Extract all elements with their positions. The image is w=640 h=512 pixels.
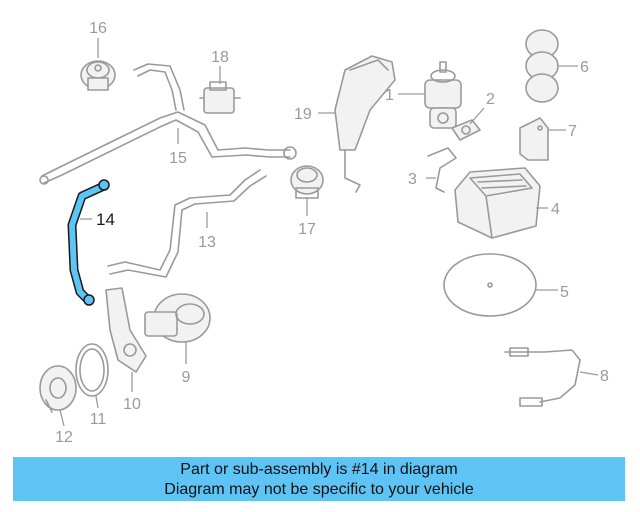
callout-2: 2 [486, 91, 495, 108]
part-15-hose [39, 63, 297, 185]
part-3-clip [427, 147, 457, 193]
part-17-valve [290, 165, 324, 199]
callout-15: 15 [169, 150, 187, 167]
callout-4: 4 [551, 201, 560, 218]
part-7-bracket [519, 117, 549, 161]
callout-19: 19 [294, 106, 312, 123]
callout-16: 16 [89, 20, 107, 37]
callout-7: 7 [568, 123, 577, 140]
part-1-egr-valve [424, 61, 462, 129]
callout-12: 12 [55, 429, 73, 446]
callout-1: 1 [385, 87, 394, 104]
part-18-sensor [199, 81, 241, 114]
callout-10: 10 [123, 396, 141, 413]
part-19-duct [334, 55, 396, 193]
callout-3: 3 [408, 171, 417, 188]
part-13-hose [107, 169, 267, 278]
callout-8: 8 [600, 368, 609, 385]
callout-13: 13 [198, 234, 216, 251]
callout-17: 17 [298, 221, 316, 238]
part-11-ring [75, 343, 109, 397]
part-4-housing [454, 167, 541, 239]
part-8-sensor [504, 347, 581, 407]
part-6-filter [525, 29, 559, 103]
callout-14: 14 [96, 210, 115, 229]
callout-9: 9 [182, 369, 191, 386]
callout-5: 5 [560, 284, 569, 301]
banner-line-1: Part or sub-assembly is #14 in diagram [180, 461, 458, 478]
part-12-flange [39, 365, 77, 413]
parts-diagram: 16 18 15 13 14 19 17 1 2 3 4 5 6 7 8 9 1… [39, 20, 609, 446]
part-14-hose-highlighted [67, 179, 110, 306]
part-9-air-pump [144, 293, 211, 343]
callout-18: 18 [211, 49, 229, 66]
info-banner: Part or sub-assembly is #14 in diagram D… [13, 457, 625, 501]
part-10-bracket [105, 287, 147, 373]
callout-6: 6 [580, 59, 589, 76]
part-16-valve [80, 60, 116, 91]
part-2-gasket [451, 119, 481, 141]
banner-line-2: Diagram may not be specific to your vehi… [164, 481, 474, 498]
callout-11: 11 [90, 411, 107, 428]
part-5-plate [443, 253, 537, 317]
